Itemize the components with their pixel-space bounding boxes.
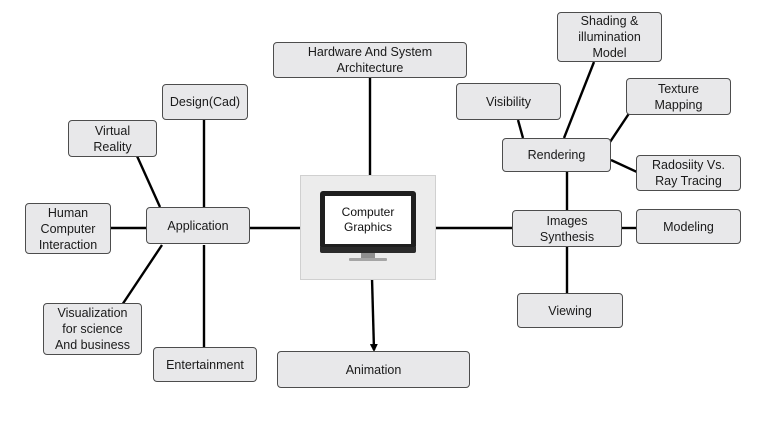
edge-center-animation bbox=[369, 277, 378, 352]
node-viewing: Viewing bbox=[517, 293, 623, 328]
node-hci-label: Human Computer Interaction bbox=[38, 205, 98, 252]
edge-application-visualization bbox=[121, 244, 163, 306]
node-viewing-label: Viewing bbox=[548, 303, 592, 318]
node-texture-mapping-label: Texture Mapping bbox=[654, 81, 703, 112]
monitor-stand-neck bbox=[361, 253, 375, 258]
edge-application-virtual-reality bbox=[135, 155, 162, 208]
monitor-chin bbox=[320, 247, 416, 253]
edge-rendering-radiosity bbox=[610, 158, 638, 174]
node-images-synthesis: Images Synthesis bbox=[512, 210, 622, 247]
node-shading-illumination: Shading & illumination Model bbox=[557, 12, 662, 62]
node-modeling: Modeling bbox=[636, 209, 741, 244]
node-application-label: Application bbox=[167, 218, 229, 233]
node-rendering: Rendering bbox=[502, 138, 611, 172]
node-radiosity-ray-tracing: Radosiity Vs. Ray Tracing bbox=[636, 155, 741, 191]
node-texture-mapping: Texture Mapping bbox=[626, 78, 731, 115]
node-radiosity-label: Radosiity Vs. Ray Tracing bbox=[652, 158, 725, 188]
center-label: Computer Graphics bbox=[341, 205, 395, 234]
node-hardware-label: Hardware And System Architecture bbox=[307, 45, 433, 75]
node-design-cad: Design(Cad) bbox=[162, 84, 248, 120]
node-images-synthesis-label: Images Synthesis bbox=[539, 213, 595, 244]
computer-graphics-center: Computer Graphics bbox=[300, 175, 436, 280]
node-visibility-label: Visibility bbox=[486, 94, 531, 109]
monitor-stand-base bbox=[349, 258, 387, 261]
node-visibility: Visibility bbox=[456, 83, 561, 120]
node-animation: Animation bbox=[277, 351, 470, 388]
edge-rendering-visibility bbox=[516, 119, 525, 139]
node-shading-label: Shading & illumination Model bbox=[578, 14, 641, 60]
node-entertainment-label: Entertainment bbox=[166, 357, 244, 372]
node-hardware-architecture: Hardware And System Architecture bbox=[273, 42, 467, 78]
node-entertainment: Entertainment bbox=[153, 347, 257, 382]
node-modeling-label: Modeling bbox=[663, 219, 714, 234]
node-application: Application bbox=[146, 207, 250, 244]
node-virtual-reality: Virtual Reality bbox=[68, 120, 157, 157]
monitor-icon: Computer Graphics bbox=[320, 191, 416, 249]
node-design-cad-label: Design(Cad) bbox=[169, 95, 241, 109]
node-rendering-label: Rendering bbox=[527, 148, 586, 162]
node-virtual-reality-label: Virtual Reality bbox=[93, 123, 132, 154]
node-human-computer-interaction: Human Computer Interaction bbox=[25, 203, 111, 254]
node-visualization-label: Visualization for science And business bbox=[54, 306, 131, 352]
edge-rendering-texture bbox=[607, 111, 631, 146]
node-animation-label: Animation bbox=[345, 362, 402, 377]
edge-rendering-shading bbox=[562, 61, 596, 139]
node-visualization: Visualization for science And business bbox=[43, 303, 142, 355]
